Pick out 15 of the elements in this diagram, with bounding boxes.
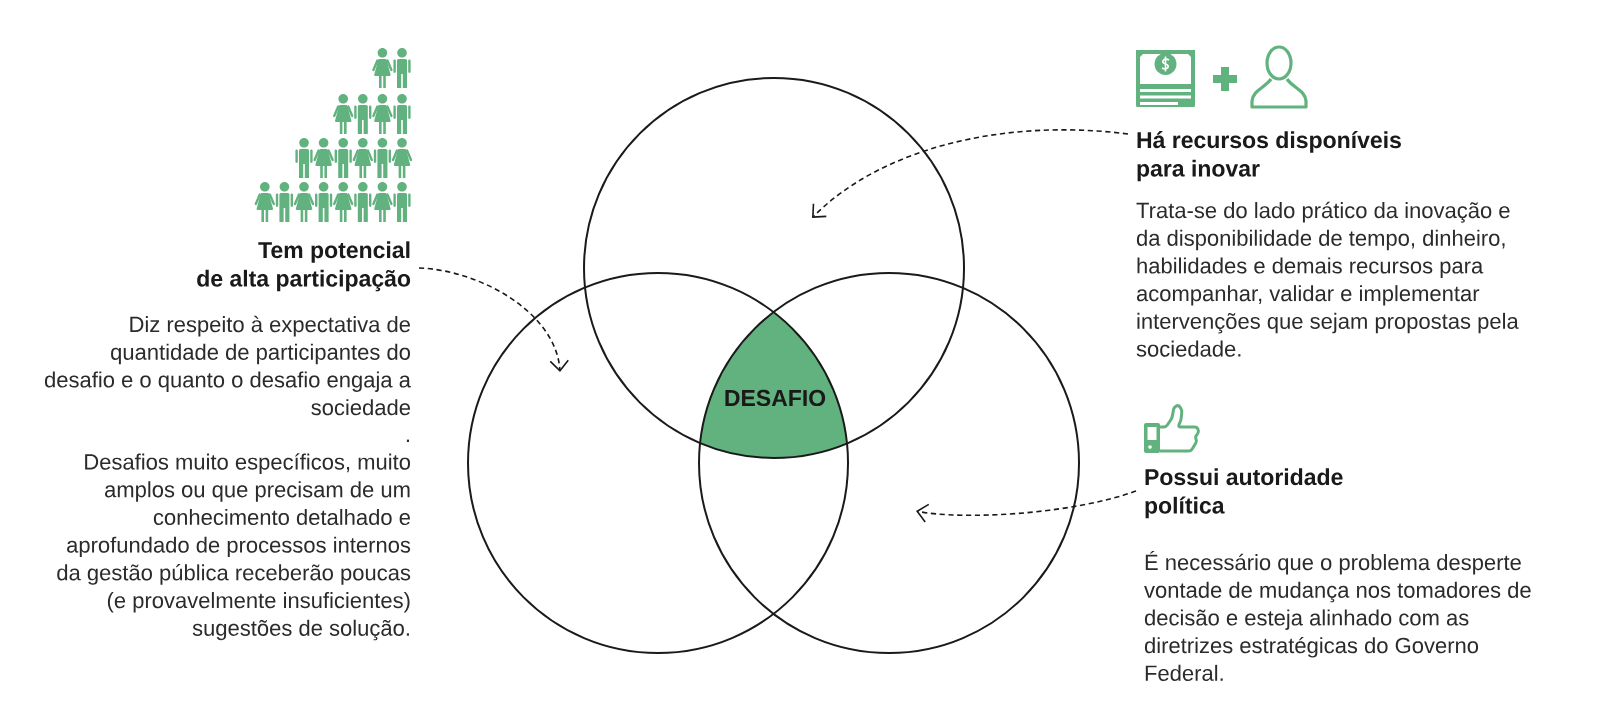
body-text: Trata-se do lado prático da inovação e da disponibilidade de tempo, dinheiro, habilidades e demais recursos para acompanhar, validar e implementar intervenções que sejam propostas pela sociedade. xyxy=(1136,201,1519,357)
heading: Tem potencial de alta participação xyxy=(197,241,411,292)
body-text: Desafios muito específicos, muito amplos ou que precisam de um conhecimento detalhado e aprofundado de processos internos da gestão pública receberão poucas (e provavelmente insuficientes) sugestões de solução. xyxy=(57,453,411,641)
venn-circle xyxy=(467,272,849,654)
dashed-arrow xyxy=(812,129,1129,218)
dashed-arrow xyxy=(418,267,570,372)
dashed-arrow xyxy=(916,490,1137,523)
venn-circle xyxy=(698,272,1080,654)
heading: Possui autoridade política xyxy=(1145,468,1343,519)
body-text: . xyxy=(406,439,409,442)
body-text: É necessário que o problema desperte vontade de mudança nos tomadores de decisão e esteja alinhado com as diretrizes estratégicas do Governo Federal. xyxy=(1144,550,1531,681)
venn-circle xyxy=(583,77,965,459)
body-text: Diz respeito à expectativa de quantidade de participantes do desafio e o quanto o desafio engaja a sociedade xyxy=(44,315,411,416)
intersection-region: DESAFIO xyxy=(700,312,847,458)
heading: Há recursos disponíveis para inovar xyxy=(1137,131,1401,182)
